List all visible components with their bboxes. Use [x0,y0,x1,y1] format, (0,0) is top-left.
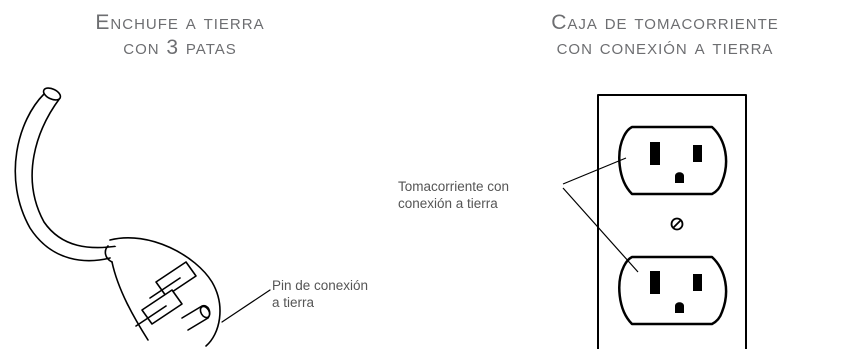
lower-receptacle [618,255,728,326]
receptacle-label-line1: Tomacorriente con [398,179,510,194]
plug-cord [14,87,119,262]
upper-receptacle [618,125,728,196]
receptacle-callout-label: Tomacorriente con conexión a tierra [398,178,568,212]
lower-slot-left [650,271,660,294]
plug-title-line2: con 3 patas [123,36,237,59]
pin-leader-line [221,289,271,323]
outlet-title-line2: con conexión a tierra [556,36,774,59]
grounded-plug-illustration [14,87,271,347]
upper-slot-right [693,145,702,162]
plug-title: Enchufe a tierra con 3 patas [30,10,330,60]
pin-label-line1: Pin de conexión [272,278,369,293]
outlet-title: Caja de tomacorriente con conexión a tie… [490,10,840,60]
receptacle-label-line2: conexión a tierra [398,196,498,211]
outlet-cover-plate [597,94,747,349]
outlet-title-line1: Caja de tomacorriente [551,11,779,34]
lower-ground-hole [675,302,684,313]
lower-slot-right [693,274,702,291]
upper-slot-left [650,142,660,165]
outlet-illustration [562,94,747,349]
plug-title-line1: Enchufe a tierra [95,11,265,34]
outlet-leader-lines [562,157,639,273]
ground-pin-callout-label: Pin de conexión a tierra [272,277,412,311]
plug-ground-pin [181,304,211,331]
pin-label-line2: a tierra [272,295,315,310]
upper-ground-hole [675,172,684,183]
plate-screw [670,217,684,231]
plug-prongs [135,261,197,327]
